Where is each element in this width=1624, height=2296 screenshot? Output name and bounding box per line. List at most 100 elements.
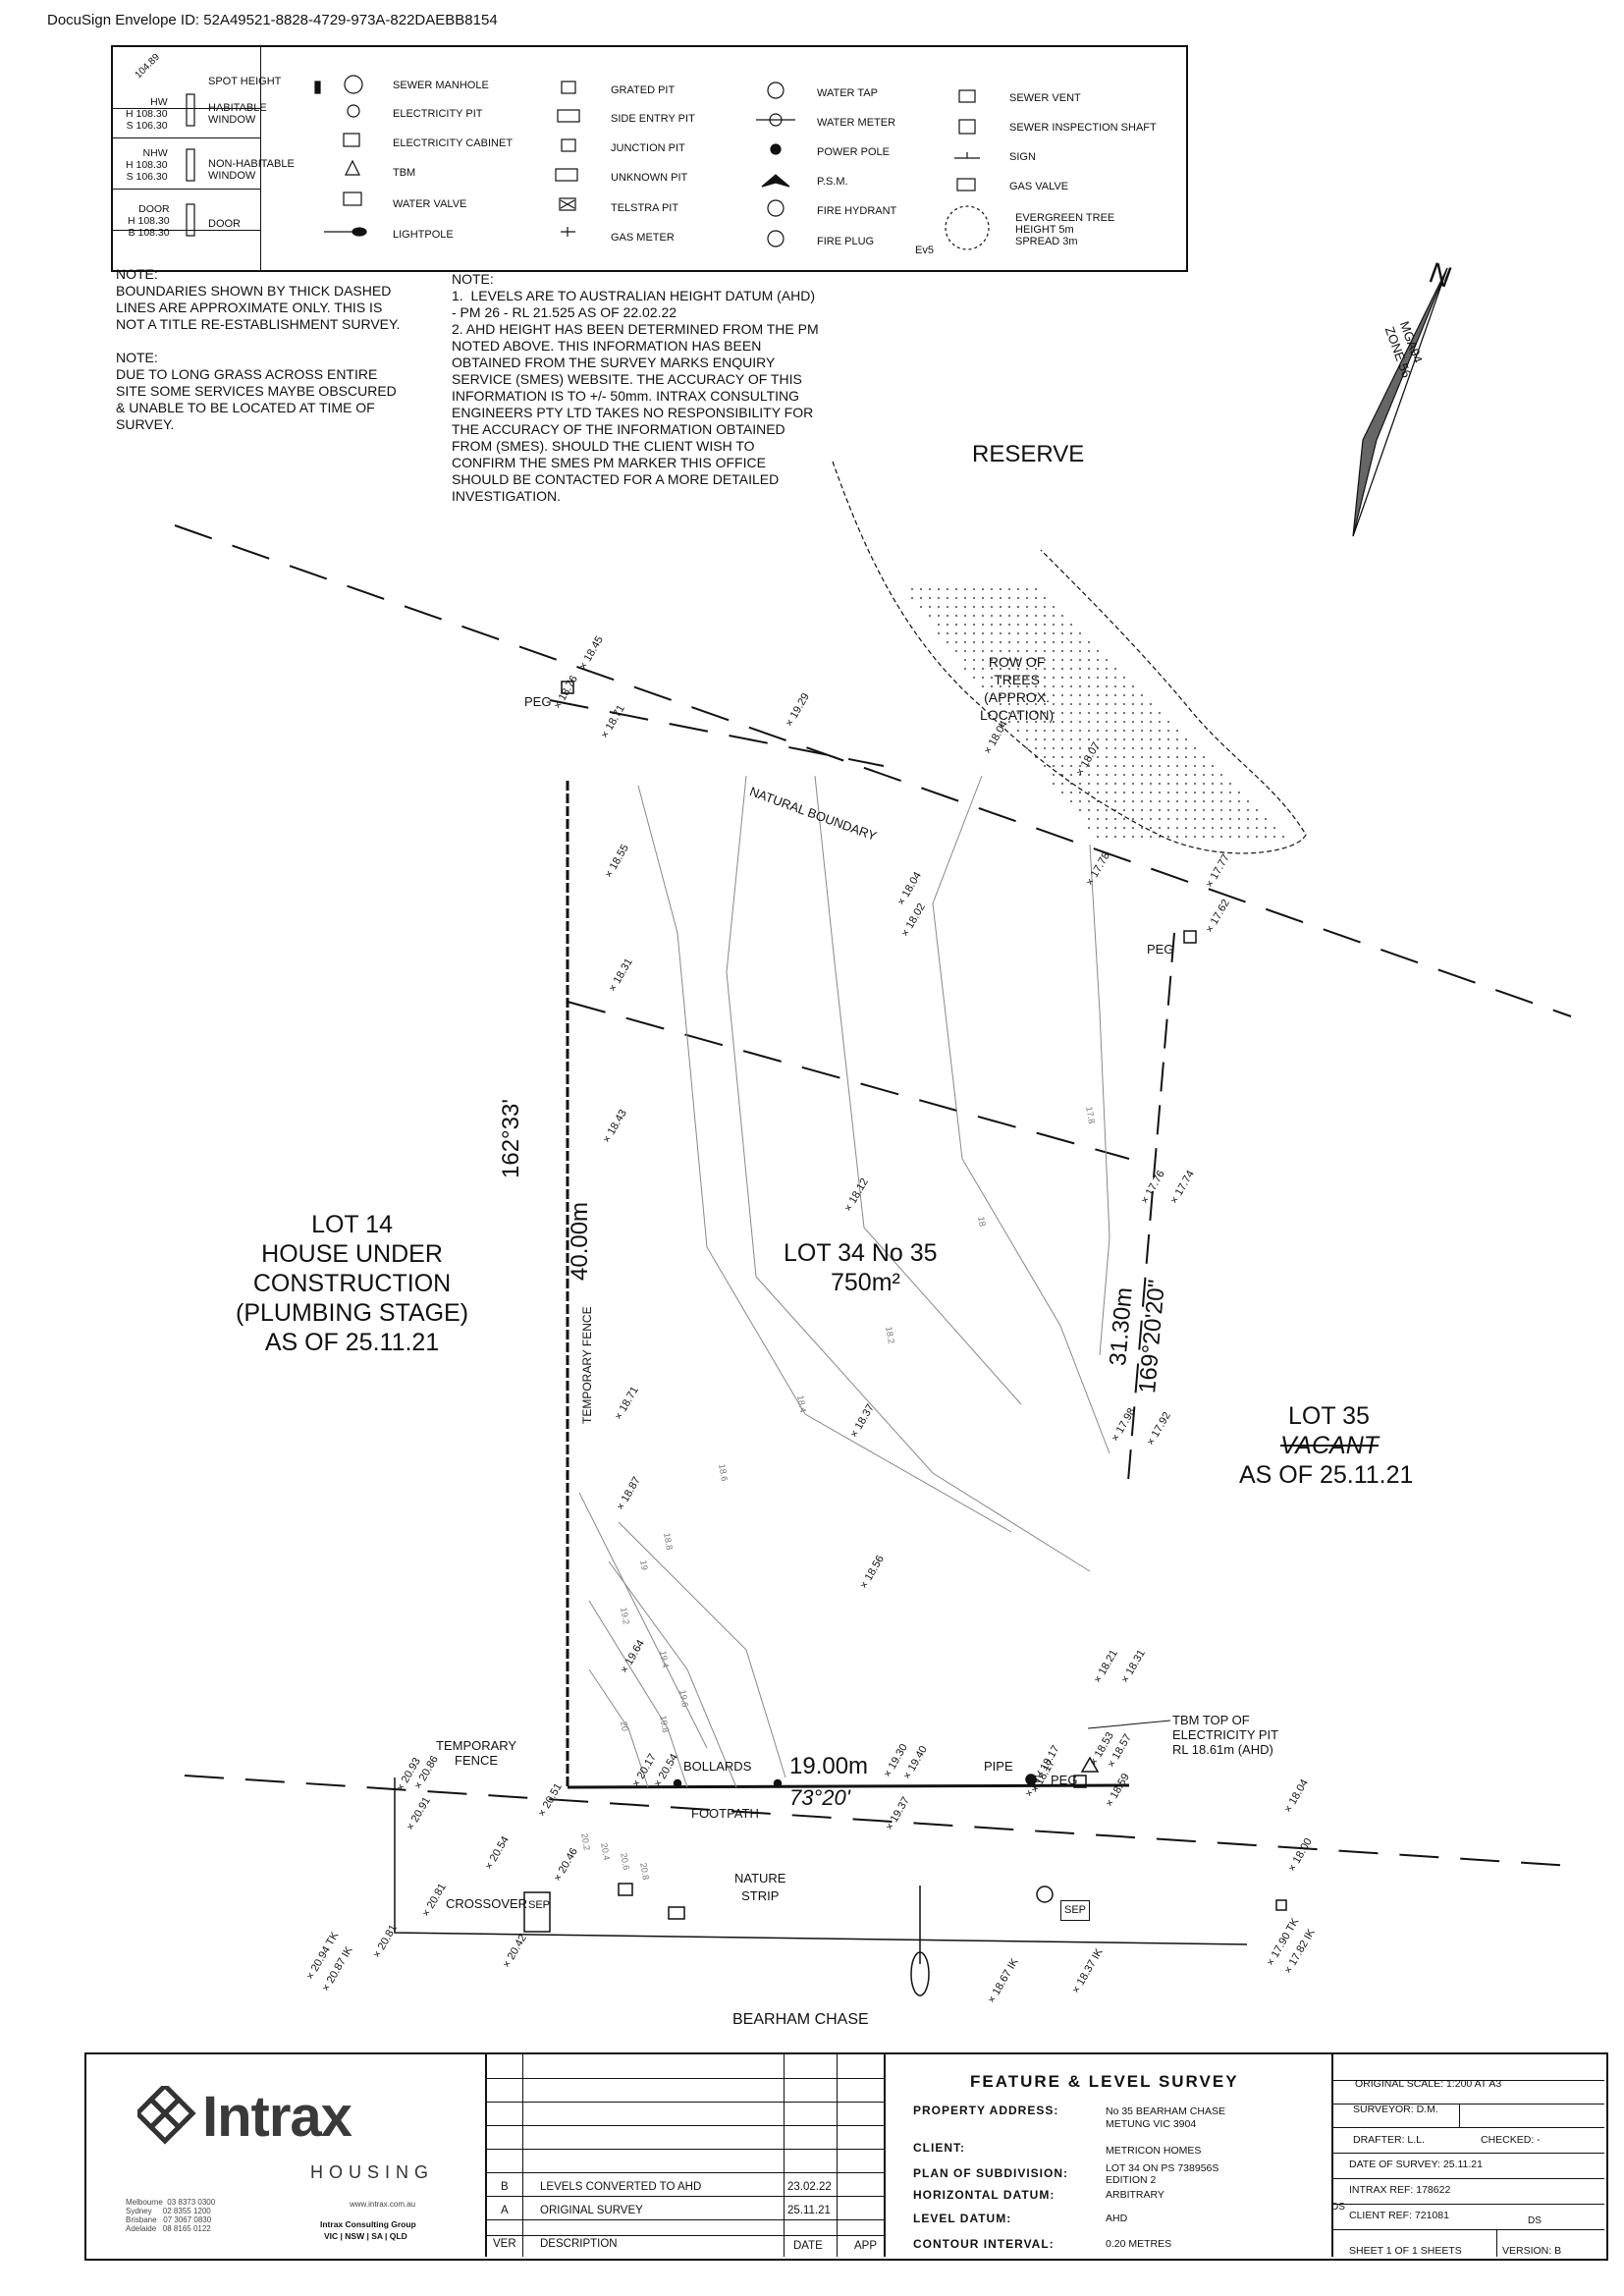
tree-dot (982, 597, 984, 599)
tree-dot (1070, 738, 1072, 740)
tree-dot (1053, 632, 1055, 634)
tree-dot (1035, 606, 1037, 608)
tree-dot (1044, 685, 1046, 687)
pipe-marker (1025, 1774, 1037, 1785)
tree-dot (1167, 792, 1169, 793)
tree-dot (1097, 650, 1099, 652)
non-habitable-window-icon (186, 148, 195, 182)
sheet-number: SHEET 1 OF 1 SHEETS (1349, 2245, 1462, 2257)
tree-dot (1079, 712, 1081, 714)
tree-dot (1106, 668, 1108, 670)
tree-dot (1106, 836, 1108, 838)
tree-dot (1097, 694, 1099, 696)
legend-nhw-levels: NHW H 108.30 S 106.30 (126, 147, 168, 183)
tree-dot (1150, 738, 1152, 740)
frontage-bearing: 73°20' (789, 1785, 850, 1810)
tree-dot (1053, 694, 1055, 696)
peg-label-ne: PEG (1147, 942, 1174, 957)
tree-dot (1194, 756, 1196, 758)
tree-dot (1132, 730, 1134, 732)
tree-dot (1185, 756, 1187, 758)
tree-dot (991, 588, 993, 590)
revision-table (485, 2054, 884, 2257)
tree-dot (1097, 827, 1099, 829)
tree-dot (973, 632, 975, 634)
original-scale: ORIGINAL SCALE: 1:200 AT A3 (1355, 2078, 1502, 2090)
tree-dot (982, 615, 984, 617)
tree-dot (1132, 774, 1134, 776)
tree-dot (1212, 765, 1214, 767)
tree-dot (1167, 730, 1169, 732)
tree-dot (1000, 659, 1001, 661)
tree-dot (982, 668, 984, 670)
tree-dot (991, 615, 993, 617)
tree-dot (1141, 809, 1143, 811)
tree-dot (1123, 677, 1125, 679)
tree-dot (1035, 650, 1037, 652)
tree-dot (1141, 774, 1143, 776)
tree-dot (1000, 632, 1001, 634)
tree-dot (1247, 818, 1249, 820)
legend-sewer-vent: SEWER VENT (1009, 92, 1081, 104)
note-long-grass: NOTE: DUE TO LONG GRASS ACROSS ENTIRE SI… (116, 350, 397, 432)
tree-dot (1194, 800, 1196, 802)
tree-dot (1088, 765, 1090, 767)
tree-dot (964, 606, 966, 608)
tree-dot (1185, 809, 1187, 811)
legend-sewer-manhole: SEWER MANHOLE (393, 80, 489, 91)
bollards-label: BOLLARDS (683, 1759, 752, 1774)
tree-dot (1185, 818, 1187, 820)
tree-dot (1079, 668, 1081, 670)
tree-dot (982, 632, 984, 634)
intrax-logo (134, 2082, 198, 2152)
tree-dot (973, 606, 975, 608)
tree-dot (1106, 783, 1108, 785)
temporary-fence-label: TEMPORARY FENCE (436, 1738, 517, 1768)
tree-dot (1123, 765, 1125, 767)
tree-dot (1176, 774, 1178, 776)
tree-dot (929, 615, 931, 617)
tree-dot (1026, 624, 1028, 626)
tree-dot (1026, 677, 1028, 679)
tree-dot (1070, 624, 1072, 626)
tree-dot (1097, 668, 1099, 670)
tree-dot (1061, 783, 1063, 785)
tree-dot (1265, 827, 1267, 829)
tree-dot (1097, 836, 1099, 838)
tree-dot (973, 677, 975, 679)
tree-dot (1079, 730, 1081, 732)
tree-dot (1212, 792, 1214, 793)
tree-dot (1167, 756, 1169, 758)
tree-dot (1097, 818, 1099, 820)
tree-dot (1079, 677, 1081, 679)
lot14-label: LOT 14 HOUSE UNDER CONSTRUCTION (PLUMBIN… (236, 1211, 469, 1356)
tree-dot (1114, 792, 1116, 793)
tree-dot (1061, 632, 1063, 634)
rev-b-ver: B (501, 2181, 509, 2193)
tree-dot (1008, 606, 1010, 608)
tree-dot (1212, 800, 1214, 802)
tree-dot (1079, 659, 1081, 661)
tree-dot (982, 685, 984, 687)
tree-dot (1097, 792, 1099, 793)
tree-dot (1070, 712, 1072, 714)
tree-dot (1167, 747, 1169, 749)
tree-dot (1070, 730, 1072, 732)
tree-dot (1017, 659, 1019, 661)
tree-dot (1132, 747, 1134, 749)
tree-dot (1159, 836, 1161, 838)
tree-dot (1061, 703, 1063, 705)
reference-grid (1331, 2054, 1604, 2257)
tree-dot (1079, 809, 1081, 811)
tree-dot (991, 677, 993, 679)
tree-dot (929, 588, 931, 590)
bollard-marker-2 (773, 1778, 783, 1788)
tree-dot (1185, 765, 1187, 767)
tree-dot (1000, 606, 1001, 608)
tree-dot (929, 606, 931, 608)
tree-dot (1008, 615, 1010, 617)
row-of-trees (832, 461, 1307, 854)
tree-dot (1017, 597, 1019, 599)
tree-dot (1159, 827, 1161, 829)
